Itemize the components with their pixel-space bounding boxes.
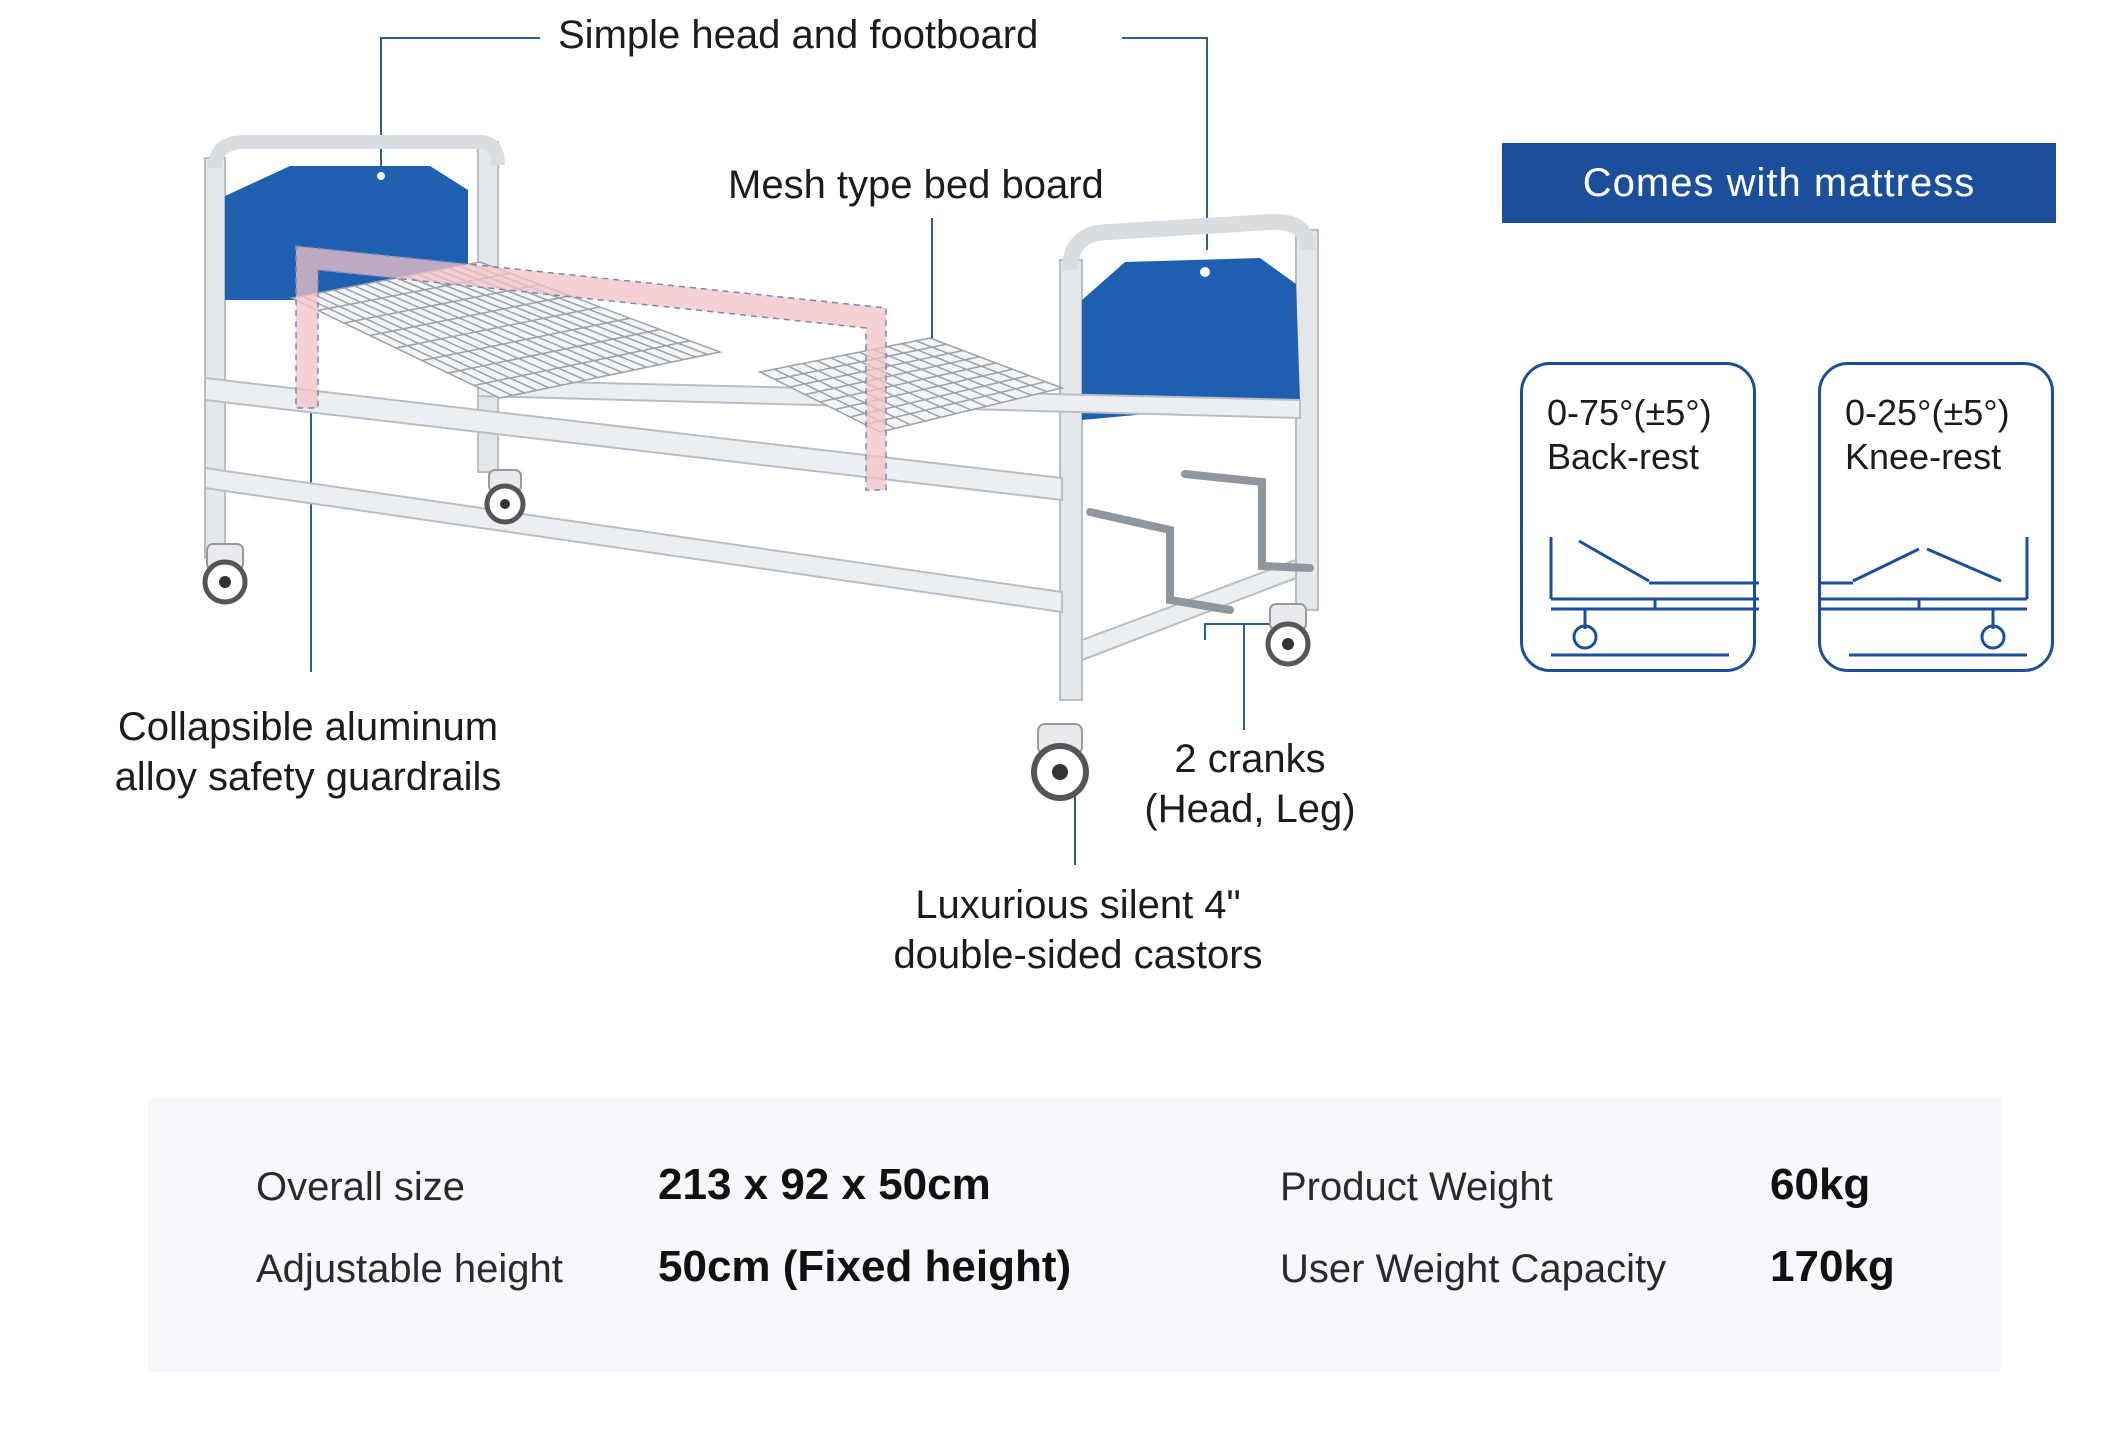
callout-castors-line2: double-sided castors bbox=[893, 933, 1263, 977]
mesh-line bbox=[864, 381, 1046, 426]
spec-user-capacity-label: User Weight Capacity bbox=[1280, 1247, 1667, 1291]
mattress-banner: Comes with mattress bbox=[1502, 143, 2056, 223]
spec-overall-size-value: 213 x 92 x 50cm bbox=[658, 1160, 991, 1209]
mesh-line bbox=[421, 317, 631, 362]
mesh-line bbox=[473, 340, 691, 387]
callout-guardrails-line2: alloy safety guardrails bbox=[114, 755, 502, 799]
callout-lines bbox=[310, 37, 1285, 865]
mesh-line bbox=[804, 356, 980, 396]
callout-head-footboard: Simple head and footboard bbox=[558, 13, 1039, 57]
crank-handles bbox=[1086, 470, 1314, 614]
knee-rest-card: 0-25°(±5°) Knee-rest bbox=[1818, 362, 2054, 672]
spec-product-weight-label: Product Weight bbox=[1280, 1165, 1553, 1209]
callout-mesh-board: Mesh type bed board bbox=[728, 163, 1104, 207]
spec-panel bbox=[148, 1098, 2001, 1372]
spec-product-weight-value: 60kg bbox=[1770, 1160, 1871, 1209]
spec-overall-size-label: Overall size bbox=[256, 1165, 465, 1209]
back-rest-label: Back-rest bbox=[1547, 436, 1700, 477]
mesh-line bbox=[369, 295, 571, 337]
guardrail-hint bbox=[295, 245, 887, 491]
back-rest-range-text: 0-75°(±5°) bbox=[1547, 392, 1712, 433]
mesh-line bbox=[447, 328, 661, 374]
spec-adjustable-height-label: Adjustable height bbox=[256, 1247, 563, 1291]
callout-cranks-line1: 2 cranks bbox=[1174, 737, 1326, 781]
mesh-line bbox=[395, 306, 601, 349]
back-rest-diagram-icon bbox=[1549, 537, 1759, 657]
mesh-line bbox=[343, 283, 541, 324]
spec-user-capacity-value: 170kg bbox=[1770, 1242, 1895, 1291]
back-rest-card: 0-75°(±5°) Back-rest bbox=[1520, 362, 1759, 672]
back-rest-range: 0-75°(±5°) Back-rest bbox=[1547, 391, 1712, 479]
mesh-line bbox=[774, 343, 947, 381]
castor-wheels bbox=[202, 469, 1311, 801]
spec-adjustable-height-value: 50cm (Fixed height) bbox=[658, 1242, 1072, 1291]
callout-cranks-line2: (Head, Leg) bbox=[1144, 787, 1356, 831]
knee-rest-range-text: 0-25°(±5°) bbox=[1845, 392, 2010, 433]
callout-castors: Luxurious silent 4" double-sided castors bbox=[868, 880, 1288, 980]
knee-rest-range: 0-25°(±5°) Knee-rest bbox=[1845, 391, 2010, 479]
footboard bbox=[1082, 258, 1300, 420]
mesh-line bbox=[819, 362, 997, 403]
callout-cranks: 2 cranks (Head, Leg) bbox=[1130, 734, 1370, 834]
callout-castors-line1: Luxurious silent 4" bbox=[915, 883, 1241, 927]
knee-rest-diagram-icon bbox=[1821, 537, 2029, 657]
callout-guardrails: Collapsible aluminum alloy safety guardr… bbox=[98, 702, 518, 802]
bed-frame bbox=[204, 135, 1319, 701]
knee-rest-label: Knee-rest bbox=[1845, 436, 2002, 477]
mesh-line bbox=[834, 368, 1013, 411]
callout-guardrails-line1: Collapsible aluminum bbox=[117, 705, 499, 749]
